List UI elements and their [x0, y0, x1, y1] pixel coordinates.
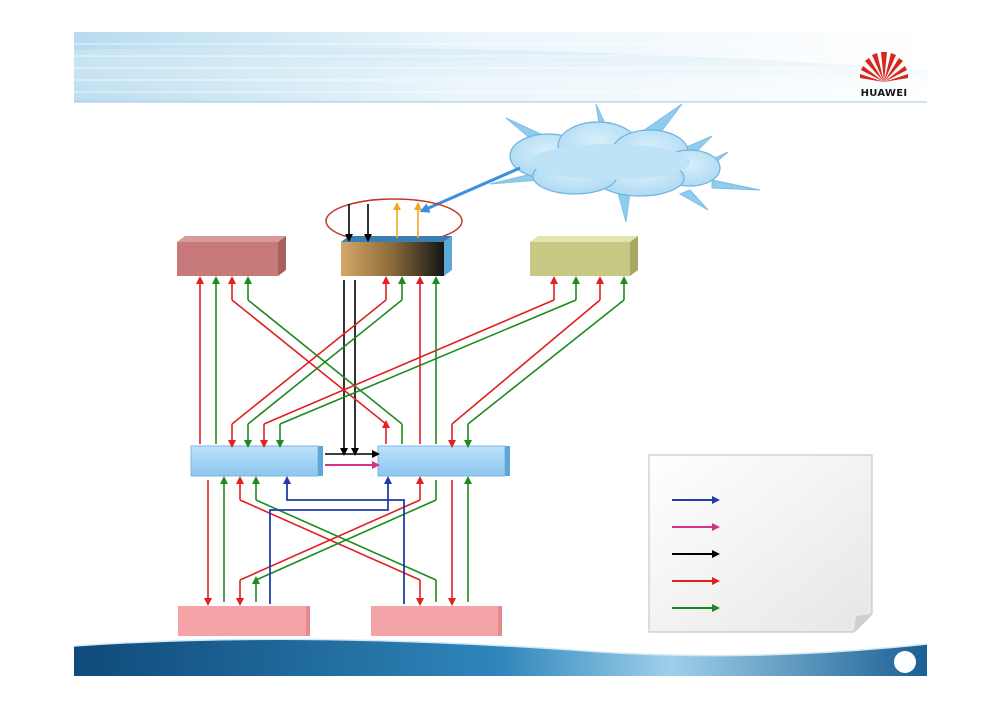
right-bottom-box — [371, 606, 502, 636]
left-bottom-box — [178, 606, 310, 636]
center-top-box — [341, 236, 452, 276]
header-banner — [74, 32, 927, 103]
blue-links — [269, 476, 405, 604]
red-green-links — [196, 276, 628, 606]
right-top-box — [530, 236, 638, 276]
network-cloud-icon — [489, 103, 761, 223]
huawei-logo-text: HUAWEI — [860, 88, 908, 99]
left-top-box — [177, 236, 286, 276]
legend-panel — [648, 454, 873, 633]
uplink-arrows — [345, 202, 422, 242]
page-number-badge — [894, 651, 916, 673]
footer-banner — [73, 638, 928, 676]
right-switch-box — [377, 445, 510, 477]
legend-items — [672, 496, 720, 612]
cloud-link-arrow — [419, 166, 521, 213]
black-down-arrows — [340, 280, 359, 456]
left-switch-box — [190, 445, 323, 477]
huawei-logo — [860, 52, 908, 82]
